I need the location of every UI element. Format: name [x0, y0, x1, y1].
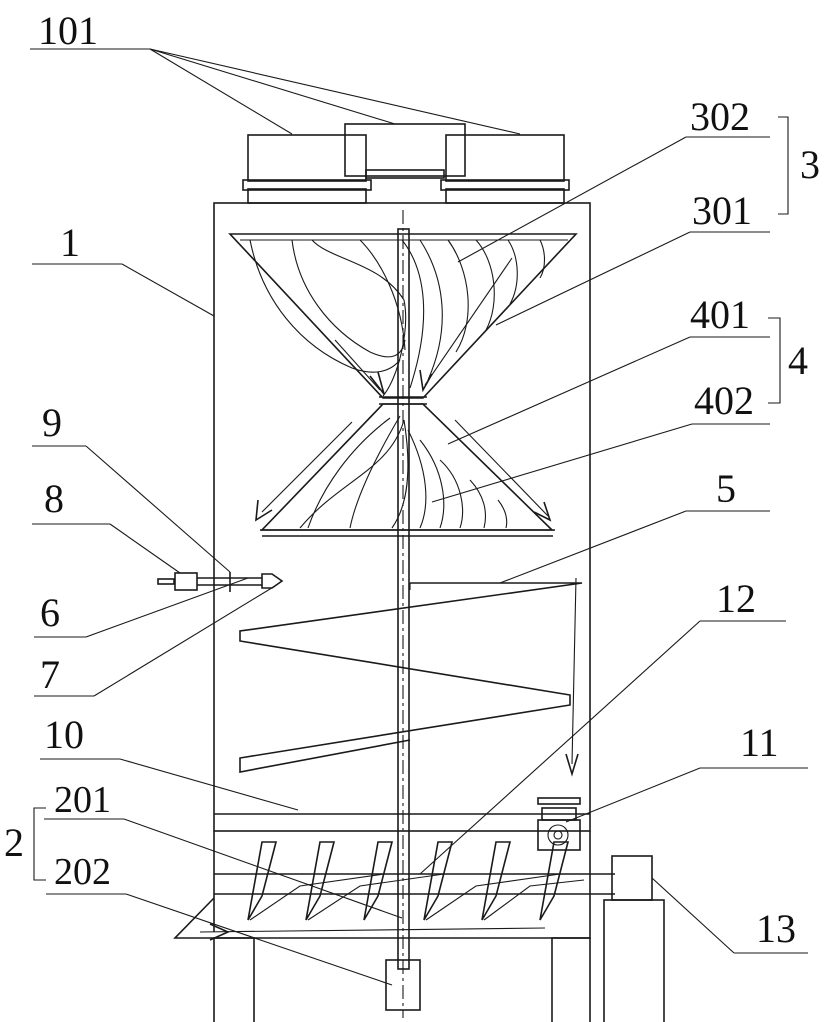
part-labels: 101 302 3 301 1 401 4 402 9 8 5 6 12 7 1… [4, 8, 820, 951]
label-9: 9 [42, 400, 62, 445]
label-302: 302 [690, 94, 750, 139]
label-5: 5 [716, 466, 736, 511]
label-10: 10 [44, 712, 84, 757]
lower-cone [256, 404, 555, 536]
label-1: 1 [60, 220, 80, 265]
helical-spiral [240, 578, 582, 774]
label-2: 2 [4, 820, 24, 865]
label-202: 202 [54, 851, 111, 893]
label-201: 201 [54, 779, 111, 821]
label-4: 4 [788, 338, 808, 383]
label-402: 402 [694, 378, 754, 423]
label-401: 401 [690, 292, 750, 337]
label-7: 7 [40, 652, 60, 697]
label-12: 12 [716, 576, 756, 621]
top-motors [243, 124, 569, 203]
screw-conveyor [210, 842, 584, 940]
label-13: 13 [756, 906, 796, 951]
label-6: 6 [40, 590, 60, 635]
label-101: 101 [38, 8, 98, 53]
label-11: 11 [740, 720, 779, 765]
label-8: 8 [44, 476, 64, 521]
label-301: 301 [692, 188, 752, 233]
housing [175, 203, 615, 1022]
nozzle-assembly [158, 572, 282, 592]
label-3: 3 [800, 142, 820, 187]
